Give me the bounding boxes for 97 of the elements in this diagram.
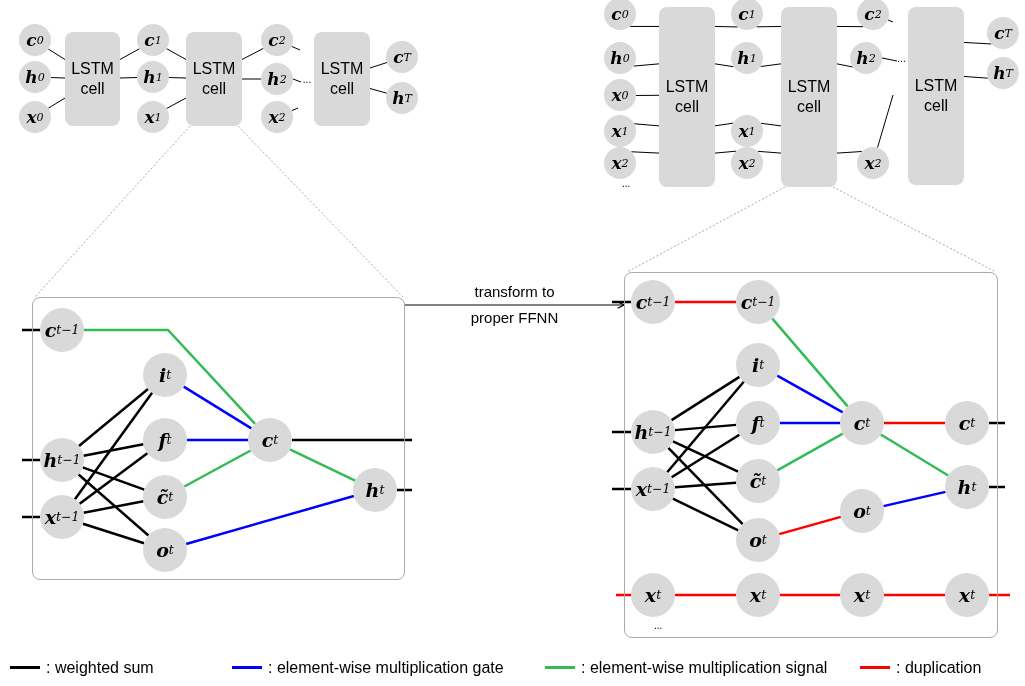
edge-label: transform to proper FFNN xyxy=(469,282,560,328)
connection-line xyxy=(633,63,660,67)
connection-line xyxy=(630,151,660,154)
connection-line xyxy=(183,385,252,430)
connection-line xyxy=(633,123,660,127)
connection-line xyxy=(119,48,141,60)
legend-text: : element-wise multiplication gate xyxy=(268,659,504,677)
connection-line xyxy=(241,78,262,80)
connection-line xyxy=(666,381,745,473)
connection-line xyxy=(883,490,946,508)
connection-line xyxy=(83,442,144,458)
legend-text: : duplication xyxy=(896,659,982,677)
zoom-panel xyxy=(32,297,405,580)
connection-line xyxy=(881,57,898,62)
connection-line xyxy=(612,487,631,491)
zoom-guide-line xyxy=(832,186,997,273)
connection-line xyxy=(629,25,660,27)
connection-line xyxy=(880,433,949,477)
connection-line xyxy=(670,433,741,479)
connection-line xyxy=(50,77,66,79)
connection-line xyxy=(836,151,863,154)
connection-line xyxy=(674,423,737,432)
ellipsis-text: ... xyxy=(897,53,906,63)
lstm-cell-box: LSTM cell xyxy=(908,7,964,185)
connection-line xyxy=(776,432,844,472)
connection-line xyxy=(82,522,145,545)
connection-line xyxy=(887,19,894,23)
connection-line xyxy=(757,150,782,154)
connection-line xyxy=(291,107,299,112)
lstm-cell-box: LSTM cell xyxy=(186,32,242,126)
connection-line xyxy=(670,375,741,422)
connection-line xyxy=(73,392,154,500)
connection-line xyxy=(185,494,355,546)
zoom-guide-line xyxy=(237,125,404,298)
connection-line xyxy=(771,317,849,408)
connection-line xyxy=(612,430,631,434)
connection-line xyxy=(168,77,187,79)
connection-line xyxy=(672,497,739,532)
connection-line xyxy=(187,438,248,442)
lstm-cell-box: LSTM cell xyxy=(65,32,120,126)
connection-line xyxy=(778,515,842,536)
legend-text: : element-wise multiplication signal xyxy=(581,659,828,677)
connection-line xyxy=(166,97,187,110)
connection-line xyxy=(289,448,356,482)
connection-line xyxy=(166,48,187,60)
connection-line xyxy=(760,122,782,127)
zoom-panel xyxy=(624,272,998,638)
connection-line xyxy=(635,94,660,96)
connection-line xyxy=(963,75,989,79)
connection-line xyxy=(780,593,840,597)
connection-line xyxy=(963,41,992,45)
ellipsis-text: ... xyxy=(301,74,313,84)
lstm-cell-box: LSTM cell xyxy=(781,7,837,187)
zoom-guide-line xyxy=(34,125,191,298)
connection-line xyxy=(77,473,150,537)
ellipsis-text: ... xyxy=(654,620,663,631)
connection-line xyxy=(183,449,252,488)
connection-line xyxy=(672,440,739,473)
connection-line xyxy=(836,63,854,68)
connection-line xyxy=(780,421,840,425)
legend-text: : weighted sum xyxy=(46,659,154,677)
connection-line xyxy=(776,374,844,414)
zoom-guide-line xyxy=(626,186,786,273)
connection-line xyxy=(78,388,149,447)
connection-line xyxy=(989,593,1010,597)
connection-line xyxy=(836,25,864,28)
connection-line xyxy=(83,499,144,515)
connection-line xyxy=(714,122,734,127)
ellipsis-text: ... xyxy=(622,178,631,189)
lstm-cell-box: LSTM cell xyxy=(659,7,715,187)
connection-line xyxy=(760,63,782,67)
connection-line xyxy=(78,452,149,505)
connection-line xyxy=(291,45,301,51)
connection-line xyxy=(674,481,737,489)
connection-line xyxy=(714,25,739,28)
connection-line xyxy=(47,97,66,109)
connection-line xyxy=(47,48,66,60)
connection-line xyxy=(675,300,736,304)
connection-line xyxy=(884,421,945,425)
connection-line xyxy=(369,62,388,69)
connection-line xyxy=(82,466,145,491)
arrow xyxy=(404,301,625,309)
connection-line xyxy=(667,446,744,526)
connection-line xyxy=(119,77,138,79)
connection-line xyxy=(241,47,264,60)
connection-line xyxy=(714,63,735,68)
connection-line xyxy=(675,593,736,597)
connection-line xyxy=(877,94,894,149)
connection-line xyxy=(612,300,631,304)
connection-line xyxy=(369,88,388,94)
lstm-cell-box: LSTM cell xyxy=(314,32,370,126)
connection-line xyxy=(292,78,302,83)
connection-line xyxy=(84,328,256,425)
connection-line xyxy=(714,150,737,154)
connection-line xyxy=(756,25,782,28)
connection-line xyxy=(292,438,412,442)
connection-line xyxy=(884,593,945,597)
